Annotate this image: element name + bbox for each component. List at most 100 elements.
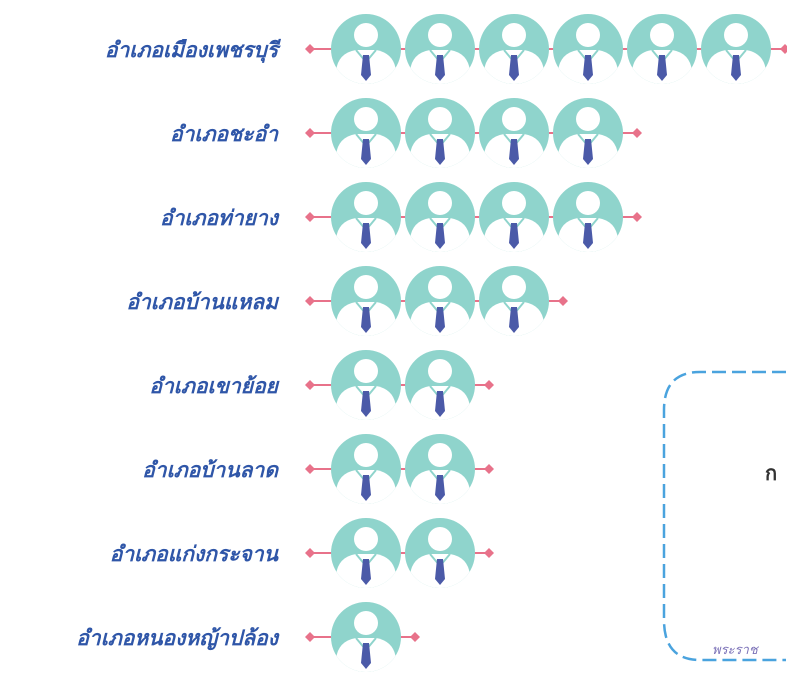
side-info-box: ก พระราช	[662, 370, 786, 662]
icon-tie	[361, 475, 371, 501]
person-with-tie-icon	[553, 98, 623, 168]
row-label: อำเภอแก่งกระจาน	[110, 542, 280, 566]
row-start-marker	[305, 548, 315, 558]
person-with-tie-icon	[405, 182, 475, 252]
icon-head	[428, 191, 452, 215]
person-with-tie-icon	[405, 518, 475, 588]
row-end-marker	[484, 548, 494, 558]
row-end-marker	[484, 464, 494, 474]
chart-row: อำเภอเมืองเพชรบุรี	[105, 14, 787, 84]
icon-tie	[583, 223, 593, 249]
icon-head	[354, 275, 378, 299]
chart-row: อำเภอเขาย้อย	[149, 350, 494, 420]
person-with-tie-icon	[479, 98, 549, 168]
icon-head	[428, 527, 452, 551]
icon-tie	[583, 55, 593, 81]
icon-head	[354, 23, 378, 47]
icon-head	[354, 527, 378, 551]
chart-row: อำเภอบ้านลาด	[142, 434, 494, 504]
row-label: อำเภอบ้านลาด	[142, 458, 279, 482]
icon-head	[650, 23, 674, 47]
icon-tie	[361, 139, 371, 165]
icon-tie	[361, 307, 371, 333]
person-with-tie-icon	[479, 182, 549, 252]
icon-tie	[435, 559, 445, 585]
row-end-marker	[780, 44, 787, 54]
chart-row: อำเภอบ้านแหลม	[126, 266, 568, 336]
icon-head	[576, 107, 600, 131]
row-start-marker	[305, 128, 315, 138]
icon-tie	[361, 559, 371, 585]
person-with-tie-icon	[331, 98, 401, 168]
chart-row: อำเภอท่ายาง	[160, 182, 642, 252]
row-start-marker	[305, 464, 315, 474]
icon-tie	[361, 643, 371, 669]
icon-tie	[435, 391, 445, 417]
row-label: อำเภอชะอำ	[170, 122, 279, 146]
icon-head	[428, 359, 452, 383]
icon-tie	[435, 139, 445, 165]
icon-tie	[509, 139, 519, 165]
row-start-marker	[305, 632, 315, 642]
icon-head	[428, 23, 452, 47]
icon-head	[502, 191, 526, 215]
person-with-tie-icon	[331, 182, 401, 252]
icon-head	[354, 611, 378, 635]
person-with-tie-icon	[701, 14, 771, 84]
person-with-tie-icon	[331, 602, 401, 672]
icon-head	[428, 107, 452, 131]
row-label: อำเภอหนองหญ้าปล้อง	[76, 626, 279, 651]
icon-tie	[435, 223, 445, 249]
row-end-marker	[410, 632, 420, 642]
icon-tie	[435, 55, 445, 81]
icon-head	[724, 23, 748, 47]
icon-head	[576, 191, 600, 215]
person-with-tie-icon	[553, 14, 623, 84]
person-with-tie-icon	[331, 350, 401, 420]
icon-tie	[435, 307, 445, 333]
icon-head	[428, 443, 452, 467]
chart-row: อำเภอหนองหญ้าปล้อง	[76, 602, 420, 672]
icon-tie	[361, 55, 371, 81]
icon-tie	[361, 391, 371, 417]
row-label: อำเภอท่ายาง	[160, 206, 280, 230]
person-with-tie-icon	[553, 182, 623, 252]
icon-tie	[361, 223, 371, 249]
icon-tie	[509, 223, 519, 249]
person-with-tie-icon	[405, 98, 475, 168]
icon-head	[502, 23, 526, 47]
row-end-marker	[484, 380, 494, 390]
person-with-tie-icon	[331, 266, 401, 336]
icon-head	[576, 23, 600, 47]
chart-row: อำเภอชะอำ	[170, 98, 642, 168]
row-start-marker	[305, 380, 315, 390]
chart-row: อำเภอแก่งกระจาน	[110, 518, 494, 588]
person-with-tie-icon	[331, 14, 401, 84]
icon-head	[354, 443, 378, 467]
row-start-marker	[305, 296, 315, 306]
icon-head	[354, 359, 378, 383]
person-with-tie-icon	[405, 266, 475, 336]
person-with-tie-icon	[627, 14, 697, 84]
person-with-tie-icon	[331, 518, 401, 588]
person-with-tie-icon	[479, 266, 549, 336]
row-label: อำเภอบ้านแหลม	[126, 290, 280, 314]
row-start-marker	[305, 212, 315, 222]
icon-head	[354, 107, 378, 131]
row-end-marker	[558, 296, 568, 306]
icon-head	[502, 275, 526, 299]
icon-tie	[509, 55, 519, 81]
icon-tie	[657, 55, 667, 81]
row-end-marker	[632, 128, 642, 138]
icon-head	[354, 191, 378, 215]
row-end-marker	[632, 212, 642, 222]
icon-head	[428, 275, 452, 299]
icon-tie	[509, 307, 519, 333]
person-with-tie-icon	[405, 350, 475, 420]
icon-tie	[731, 55, 741, 81]
chart-rows: อำเภอเมืองเพชรบุรีอำเภอชะอำอำเภอท่ายางอำ…	[76, 14, 787, 672]
icon-tie	[583, 139, 593, 165]
person-with-tie-icon	[479, 14, 549, 84]
row-start-marker	[305, 44, 315, 54]
